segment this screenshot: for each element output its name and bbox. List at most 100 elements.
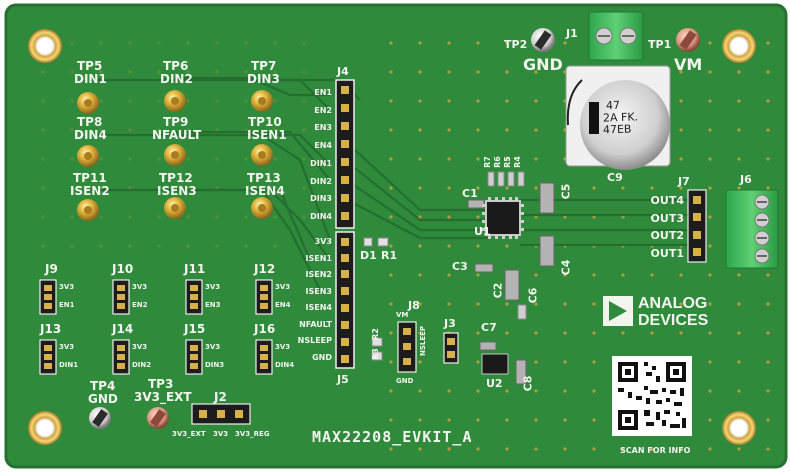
tp5-label: DIN1 xyxy=(74,72,107,86)
tp4-label: GND xyxy=(88,392,118,406)
j9-pin-top: 3V3 xyxy=(59,283,75,291)
brand-line-2: DEVICES xyxy=(638,312,709,329)
smd-parts xyxy=(363,171,555,385)
tp10-label: ISEN1 xyxy=(247,128,287,142)
tp8-label: DIN4 xyxy=(74,128,107,142)
u1-label: U1 xyxy=(474,225,491,238)
tp11-id: TP11 xyxy=(73,171,107,185)
j12-pin-bottom: EN4 xyxy=(275,301,291,309)
j7-pin-4: OUT1 xyxy=(650,246,684,260)
j11-pin-top: 3V3 xyxy=(205,283,221,291)
header-j4-j5 xyxy=(335,79,355,369)
tp6-label: DIN2 xyxy=(160,72,193,86)
tp1-id: TP1 xyxy=(648,38,672,51)
u2-label: U2 xyxy=(486,377,503,390)
tp9-id: TP9 xyxy=(163,115,189,129)
board-title: MAX22208_EVKIT_A xyxy=(312,428,473,446)
r7-label: R7 xyxy=(482,156,492,168)
j4-pin-2: EN2 xyxy=(314,105,332,115)
j15-label: J15 xyxy=(184,322,206,336)
r5-label: R5 xyxy=(502,156,512,168)
j3-label: J3 xyxy=(444,317,456,330)
j15-pin-bottom: DIN3 xyxy=(205,361,225,369)
j4-label: J4 xyxy=(337,65,349,78)
j5-pin-7: NSLEEP xyxy=(297,336,332,346)
j12-pin-top: 3V3 xyxy=(275,283,291,291)
j13-label: J13 xyxy=(40,322,62,336)
mounting-holes xyxy=(28,29,756,445)
r2-label: R2 xyxy=(370,328,380,340)
tp11-label: ISEN2 xyxy=(70,184,110,198)
tp12-label: ISEN3 xyxy=(157,184,197,198)
j5-pin-8: GND xyxy=(312,352,332,362)
j7-pin-labels: OUT4 OUT3 OUT2 OUT1 xyxy=(640,192,684,262)
j4-pin-5: DIN1 xyxy=(310,158,332,168)
j5-pin-6: NFAULT xyxy=(299,319,332,329)
j14-pin-top: 3V3 xyxy=(132,343,148,351)
j1-label: J1 xyxy=(566,27,578,40)
j4-pin-labels: EN1 EN2 EN3 EN4 DIN1 DIN2 DIN3 DIN4 xyxy=(300,84,332,226)
j16-pin-top: 3V3 xyxy=(275,343,291,351)
brand-line-1: ANALOG xyxy=(638,295,708,312)
tp3-label: 3V3_EXT xyxy=(134,390,192,404)
j7-pin-2: OUT3 xyxy=(650,211,684,225)
j5-pin-labels: 3V3 ISEN1 ISEN2 ISEN3 ISEN4 NFAULT NSLEE… xyxy=(288,234,332,366)
j2-label-reg: 3V3_REG xyxy=(235,430,270,438)
tp8-id: TP8 xyxy=(77,115,103,129)
j11-label: J11 xyxy=(184,262,206,276)
j8-top-label: VM xyxy=(396,311,409,319)
d1-label: D1 xyxy=(360,249,377,262)
j2-label-3v3: 3V3 xyxy=(213,430,229,438)
j6-label: J6 xyxy=(740,173,752,186)
tp10-id: TP10 xyxy=(248,115,282,129)
c1-label: C1 xyxy=(462,187,478,200)
tp6-id: TP6 xyxy=(163,59,189,73)
tp7-id: TP7 xyxy=(251,59,277,73)
c2-label: C2 xyxy=(491,282,505,299)
j13-pin-bottom: DIN1 xyxy=(59,361,79,369)
r6-label: R6 xyxy=(492,156,502,168)
j11-pin-bottom: EN3 xyxy=(205,301,221,309)
j8-label: J8 xyxy=(408,299,420,312)
tp9-label: NFAULT xyxy=(152,128,202,142)
j1-terminal xyxy=(588,11,644,61)
r4-label: R4 xyxy=(512,156,522,168)
c9-marking-1: 47 xyxy=(605,98,621,113)
j7-pin-3: OUT2 xyxy=(650,229,684,243)
analog-devices-logo-mark xyxy=(603,296,633,326)
j7-pin-1: OUT4 xyxy=(650,194,684,208)
j7-label: J7 xyxy=(678,175,690,188)
j4-pin-8: DIN4 xyxy=(310,212,332,222)
j5-pin-5: ISEN4 xyxy=(305,303,332,313)
gold-test-points xyxy=(77,90,273,221)
j16-pin-bottom: DIN4 xyxy=(275,361,295,369)
r1-label: R1 xyxy=(381,249,398,262)
j12-label: J12 xyxy=(254,262,276,276)
j6-terminal xyxy=(725,189,779,269)
j5-pin-2: ISEN1 xyxy=(305,253,332,263)
tp7-label: DIN3 xyxy=(247,72,280,86)
c9-label: C9 xyxy=(607,171,623,184)
j10-label: J10 xyxy=(112,262,134,276)
j4-pin-3: EN3 xyxy=(314,123,332,133)
capacitor-c9-body xyxy=(565,65,671,170)
j10-pin-top: 3V3 xyxy=(132,283,148,291)
j9-pin-bottom: EN1 xyxy=(59,301,75,309)
tp13-id: TP13 xyxy=(247,171,281,185)
c5-label: C5 xyxy=(559,183,573,200)
tp13-label: ISEN4 xyxy=(245,184,285,198)
j4-pin-4: EN4 xyxy=(314,141,332,151)
tp12-id: TP12 xyxy=(159,171,193,185)
c7-label: C7 xyxy=(481,321,497,334)
c4-label: C4 xyxy=(559,259,573,276)
j10-pin-bottom: EN2 xyxy=(132,301,148,309)
j5-pin-4: ISEN3 xyxy=(305,286,332,296)
tp3-id: TP3 xyxy=(148,377,174,391)
c3-label: C3 xyxy=(452,260,468,273)
j13-pin-top: 3V3 xyxy=(59,343,75,351)
tp2-id: TP2 xyxy=(504,38,528,51)
j8-side-label: NSLEEP xyxy=(419,325,427,356)
jumper-blocks xyxy=(39,279,273,375)
tp1-label: VM xyxy=(674,55,703,74)
